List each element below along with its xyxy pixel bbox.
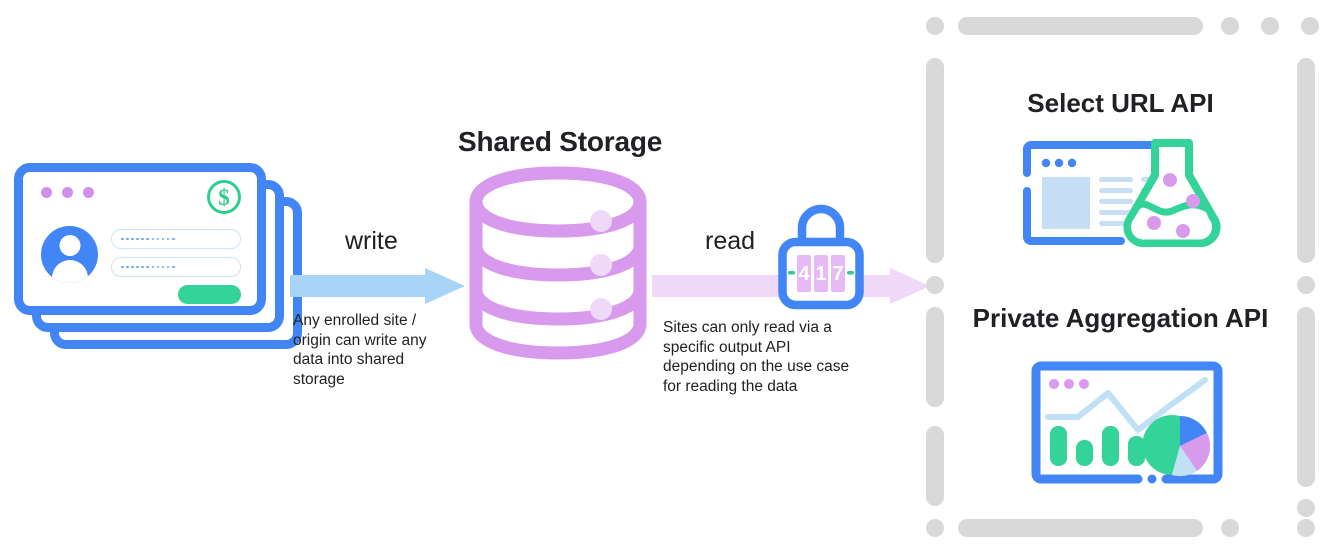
- avatar-head: [59, 235, 80, 256]
- window-dot: [62, 187, 73, 198]
- private-aggregation-api-title: Private Aggregation API: [972, 303, 1269, 333]
- storage-dot: [590, 254, 612, 276]
- lock-dials: 4 1 7: [797, 255, 845, 292]
- write-label: write: [345, 227, 398, 255]
- username-field[interactable]: [111, 229, 241, 249]
- browser-flask-icon: [1023, 139, 1221, 248]
- storage-dot: [590, 298, 612, 320]
- svg-text:1: 1: [815, 263, 826, 285]
- submit-button[interactable]: [178, 285, 241, 304]
- write-caption: Any enrolled site / origin can write any…: [293, 312, 427, 388]
- avatar: [41, 226, 98, 283]
- password-field[interactable]: [111, 257, 241, 277]
- output-apis-panel: Select URL API: [918, 10, 1323, 545]
- flask-icon: [1123, 139, 1221, 248]
- enrolled-sites-cards: $: [14, 163, 304, 363]
- dashboard-charts-icon: [1031, 361, 1223, 484]
- svg-text:7: 7: [832, 263, 843, 285]
- svg-text:4: 4: [798, 263, 810, 285]
- select-url-api-title: Select URL API: [1027, 88, 1214, 118]
- combination-lock-icon: 4 1 7: [778, 204, 864, 310]
- dashed-frame: [926, 17, 1319, 537]
- window-dot: [41, 187, 52, 198]
- private-aggregation-api-icon: [1030, 360, 1230, 495]
- shared-storage-title: Shared Storage: [458, 126, 663, 157]
- window-dots: [41, 187, 94, 198]
- avatar-body: [51, 260, 88, 283]
- pie-chart: [1142, 415, 1211, 477]
- read-label: read: [705, 227, 756, 255]
- window-dot: [83, 187, 94, 198]
- shared-storage-cylinder: [468, 163, 648, 363]
- database-icon: [469, 166, 647, 360]
- storage-dot: [590, 210, 612, 232]
- write-arrow-icon: [290, 268, 465, 304]
- lock-icon: 4 1 7: [778, 200, 864, 310]
- currency-icon: $: [207, 180, 241, 214]
- read-caption: Sites can only read via a specific outpu…: [663, 319, 850, 395]
- write-arrow: [290, 268, 465, 304]
- site-card-front: $: [14, 163, 266, 315]
- select-url-api-icon: [1013, 135, 1228, 260]
